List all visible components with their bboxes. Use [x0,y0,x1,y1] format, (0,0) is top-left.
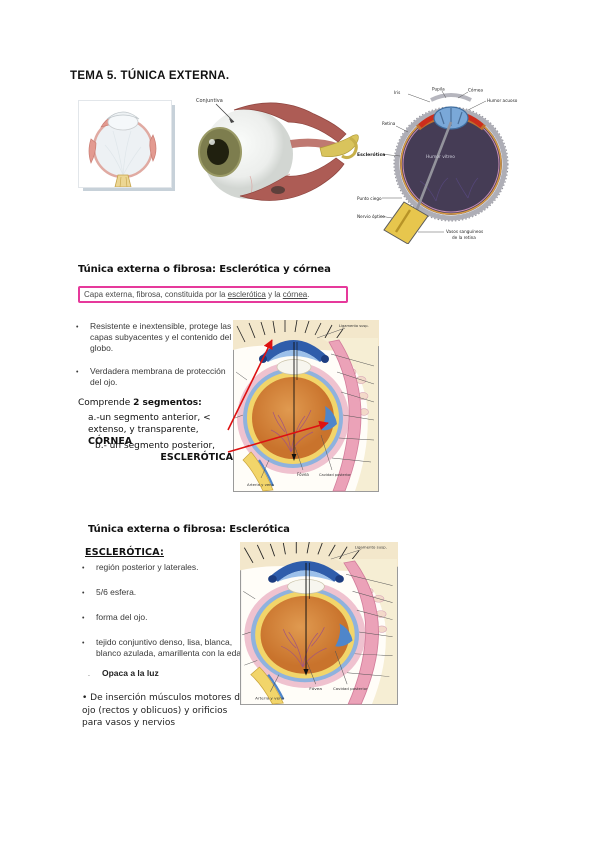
bullet-region: • región posterior y laterales. [82,562,199,572]
segment-a-text: a.-un segmento anterior, < extenso, y tr… [88,413,211,435]
optic-nerve-tendon [319,134,359,158]
eye-anatomy-illustration-1: Ligamento susp. Fóvea Cavidad posterior … [233,319,379,492]
section2-heading: Túnica externa o fibrosa: Esclerótica [88,524,290,535]
eye-cross-section-thumbnail [78,100,172,188]
posterior-cavity-label: Cavidad posterior [319,473,351,477]
ligament-label: Ligamento susp. [355,546,387,550]
bullet-tejido: • tejido conjuntivo denso, lisa, blanca,… [82,637,249,658]
eye-anatomy-drawing-1: Ligamento susp. Fóvea Cavidad posterior … [233,319,379,492]
artery-vein-label: Arteria y vena [255,696,285,701]
segment-b-text: b.- un segmento posterior, [95,441,216,451]
dark-eye-diagram-drawing: Iris Pupila Córnea Humor acuoso Retina E… [357,87,518,245]
pupil [207,139,229,165]
segment-b: b.- un segmento posterior, ESCLERÓTICA [95,440,233,464]
insercion-paragraph: • De inserción músculos motores del ojo … [82,693,248,728]
highlight-text-3: . [307,290,310,299]
retinal-vessels-label-1: Vasos sanguíneos [446,229,483,234]
posterior-cavity-label: Cavidad posterior [333,687,368,691]
bullet-opaca: . Opaca a la luz [82,668,252,680]
highlight-box: Capa externa, fibrosa, constituida por l… [78,286,348,303]
eye-anatomy-illustration-2: Ligamento susp. Fóvea Cavidad posterior … [240,541,398,705]
highlight-underline-cornea: córnea [282,290,308,299]
bullet-esfera: • 5/6 esfera. [82,587,137,597]
bullet-membrana: • Verdadera membrana de protección del o… [76,366,226,387]
bullet-dot: • [82,640,85,647]
bullet-dot: • [82,590,85,597]
highlight-underline-esclerotica: esclerótica [227,290,266,299]
section1-heading: Túnica externa o fibrosa: Esclerótica y … [78,264,331,275]
bullet-dot: • [82,565,85,572]
bullet-resistente: • Resistente e inextensible, protege las… [76,321,232,353]
bullet-dot: • [82,615,85,622]
inferior-rectus-muscle [239,157,345,201]
highlight-text-2: y la [265,290,283,299]
iris-label: Iris [394,90,400,95]
conjunctiva-label: Conjuntiva [196,98,223,104]
retina-label: Retina [382,121,396,126]
section1-bullets: • Resistente e inextensible, protege las… [76,321,234,400]
pupil-label: Pupila [432,87,445,92]
dark-eye-diagram: Iris Pupila Córnea Humor acuoso Retina E… [356,86,540,245]
retinal-vessels-label-2: de la retina [452,235,476,240]
bullet-dot: • [76,324,79,331]
sclera-subheading: ESCLERÓTICA: [85,547,164,558]
section2-bullets: • región posterior y laterales. • 5/6 es… [82,562,252,692]
cornea-label: Córnea [468,88,483,93]
superior-rectus-muscle [233,102,347,143]
sclera-label: Esclerótica [357,151,385,158]
highlight-text-1: Capa externa, fibrosa, constituida por l… [84,290,228,299]
bullet-dot: . [88,671,90,678]
blind-spot-label: Punto ciego [357,196,382,201]
aqueous-humor-label: Humor acuoso [487,98,518,103]
artery-vein-label: Arteria y vena [247,482,274,487]
optic-nerve-label: Nervio óptico [357,214,385,219]
bullet-forma: • forma del ojo. [82,612,148,622]
eyeball-muscles-drawing: Conjuntiva [196,98,359,201]
segment-a-cornea: CÓRNEA [88,436,133,447]
segment-b-esclerotica: ESCLERÓTICA [160,452,233,463]
vitreous-humor-label: Humor vítreo [426,153,455,160]
segment-a: a.-un segmento anterior, < extenso, y tr… [88,412,240,448]
fovea-label: Fóvea [297,472,309,477]
eyeball-muscles-figure: Conjuntiva [190,92,362,204]
comprende-line: Comprende 2 segmentos: [78,397,202,409]
ligament-label: Ligamento susp. [339,324,369,328]
fovea-label: Fóvea [309,686,322,691]
bullet-dot: • [76,369,79,376]
comprende-bold: 2 segmentos: [133,398,202,408]
comprende-prefix: Comprende [78,398,134,408]
eye-cross-section-drawing [88,111,157,188]
eye-anatomy-drawing-2: Ligamento susp. Fóvea Cavidad posterior … [240,541,398,705]
page-title: TEMA 5. TÚNICA EXTERNA. [70,70,230,82]
